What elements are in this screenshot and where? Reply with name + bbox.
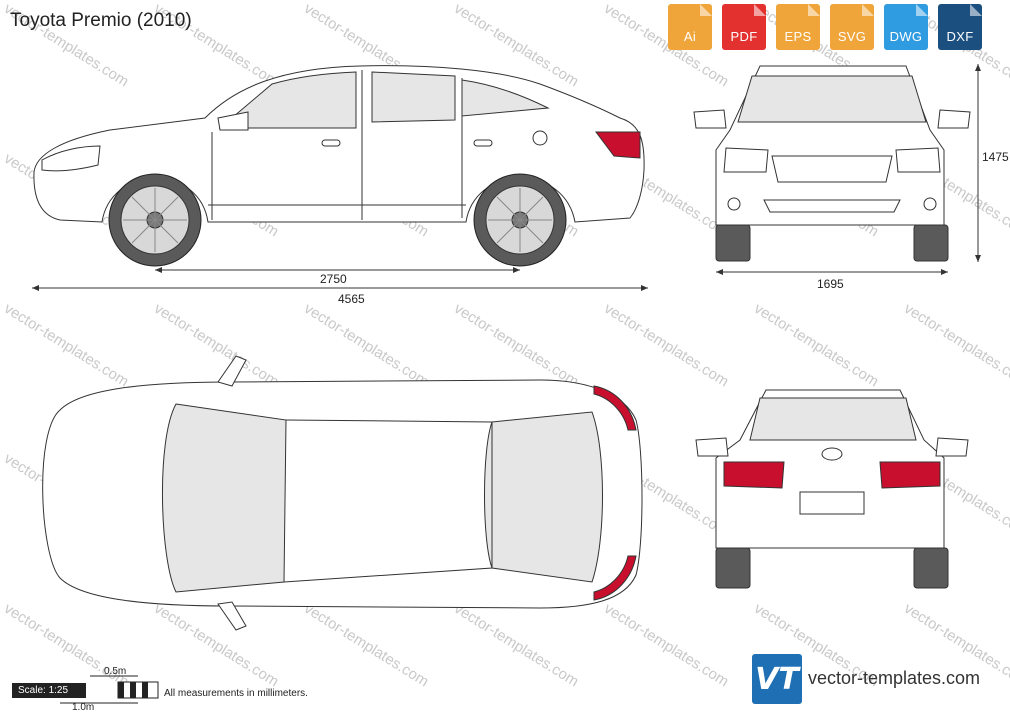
side-rear-door-handle xyxy=(473,139,493,147)
top-left-mirror xyxy=(217,355,247,387)
ai-format-button[interactable]: Ai xyxy=(668,4,712,50)
front-left-headlight xyxy=(723,147,769,173)
front-right-headlight xyxy=(895,147,941,173)
dxf-format-label: DXF xyxy=(946,29,974,44)
front-left-mirror xyxy=(693,109,727,129)
top-roof xyxy=(283,419,493,583)
eps-format-label: EPS xyxy=(784,29,812,44)
rear-right-mirror xyxy=(935,437,969,457)
one-meter-label: 1.0m xyxy=(72,702,95,713)
height-label: 1475 xyxy=(982,150,1009,164)
front-left-fog-light xyxy=(727,197,741,211)
vt-logo: VT xyxy=(752,654,802,704)
rear-left-taillight xyxy=(723,461,785,489)
front-right-fog-light xyxy=(923,197,937,211)
top-right-taillight xyxy=(593,555,637,601)
side-front-wheel xyxy=(108,173,202,267)
side-front-door-handle xyxy=(321,139,341,147)
ai-format-label: Ai xyxy=(683,29,697,44)
svg-format-button[interactable]: SVG xyxy=(830,4,874,50)
front-lower-intake xyxy=(763,199,901,213)
half-meter-label: 0.5m xyxy=(104,666,127,677)
page-title: Toyota Premio (2010) xyxy=(10,10,192,31)
pdf-format-label: PDF xyxy=(730,29,758,44)
side-front-door-window xyxy=(371,71,456,123)
format-download-bar: Ai PDF EPS SVG DWG DXF xyxy=(668,4,982,50)
side-rear-window xyxy=(218,71,357,129)
rear-right-taillight xyxy=(879,461,941,489)
measurement-note: All measurements in millimeters. xyxy=(164,688,308,699)
pdf-format-button[interactable]: PDF xyxy=(722,4,766,50)
front-right-mirror xyxy=(937,109,971,129)
dxf-format-button[interactable]: DXF xyxy=(938,4,982,50)
eps-format-button[interactable]: EPS xyxy=(776,4,820,50)
svg-format-label: SVG xyxy=(837,29,867,44)
top-windshield xyxy=(161,403,287,593)
site-link[interactable]: vector-templates.com xyxy=(808,668,981,688)
rear-left-tire xyxy=(715,547,751,589)
scale-ratio-label: Scale: 1:25 xyxy=(12,683,86,698)
side-mirror xyxy=(217,111,249,131)
side-dimension-lines xyxy=(32,267,648,291)
side-rear-wheel xyxy=(473,173,567,267)
side-taillight xyxy=(595,131,641,159)
front-right-tire xyxy=(913,224,949,262)
rear-view xyxy=(695,389,969,589)
rear-left-mirror xyxy=(695,437,729,457)
rear-window xyxy=(749,397,917,441)
side-quarter-window xyxy=(461,79,550,117)
front-dimension-lines xyxy=(716,64,981,275)
side-view xyxy=(33,65,645,267)
side-fuel-cap xyxy=(532,130,548,146)
top-view xyxy=(42,355,643,631)
length-label: 4565 xyxy=(338,292,365,306)
front-windshield xyxy=(737,75,927,123)
front-view xyxy=(693,65,971,262)
wheelbase-label: 2750 xyxy=(320,272,347,286)
top-right-mirror xyxy=(217,601,247,631)
scale-bar xyxy=(60,675,159,704)
front-left-tire xyxy=(715,224,751,262)
dwg-format-label: DWG xyxy=(889,29,923,44)
dwg-format-button[interactable]: DWG xyxy=(884,4,928,50)
side-headlight xyxy=(41,145,101,172)
rear-emblem-icon xyxy=(821,447,843,461)
rear-right-tire xyxy=(913,547,949,589)
front-grille xyxy=(771,155,893,183)
top-rear-window xyxy=(484,411,603,583)
top-left-taillight xyxy=(593,385,637,431)
width-label: 1695 xyxy=(817,277,844,291)
rear-license-plate xyxy=(799,491,865,515)
